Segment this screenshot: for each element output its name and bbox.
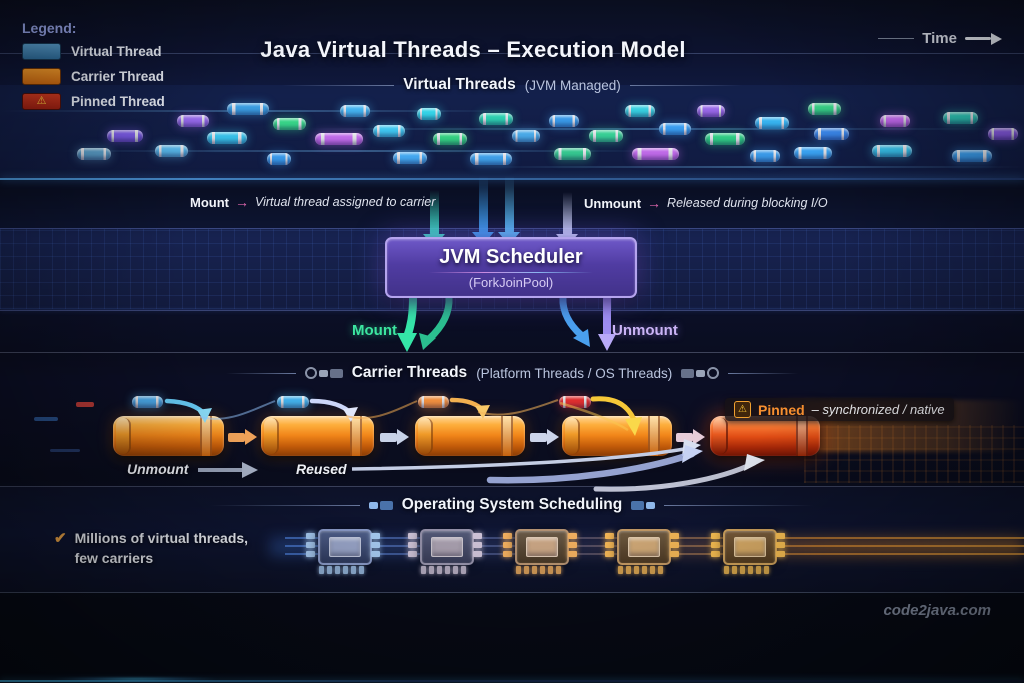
header-line xyxy=(629,84,742,86)
note-line-1: Millions of virtual threads, xyxy=(74,530,249,546)
cpu-chip xyxy=(408,527,482,575)
connector-icon xyxy=(681,367,720,379)
legend-label: Pinned Thread xyxy=(71,94,165,109)
section-subtitle: (Platform Threads / OS Threads) xyxy=(476,365,673,381)
cylinder-arrow xyxy=(676,429,705,445)
virtual-thread-swatch xyxy=(22,43,61,60)
scheduler-divider xyxy=(429,271,593,273)
time-arrow-icon xyxy=(965,32,1002,45)
virtual-threads-section-header: Virtual Threads (JVM Managed) xyxy=(0,76,1024,94)
mount-desc: Virtual thread assigned to carrier xyxy=(254,195,436,209)
time-line xyxy=(878,38,915,39)
pinned-badge: ⚠ Pinned – synchronized / native xyxy=(725,398,954,421)
carrier-unmount-label: Unmount xyxy=(127,461,189,477)
page-title: Java Virtual Threads – Execution Model xyxy=(260,36,686,62)
cylinder-arrow xyxy=(380,429,409,445)
unmount-term: Unmount xyxy=(584,195,642,211)
check-icon: ✔ xyxy=(54,530,67,547)
cpu-chip xyxy=(711,527,785,575)
legend-label: Virtual Thread xyxy=(71,44,162,59)
bottom-glow xyxy=(50,677,220,681)
pinned-thread-swatch: ⚠ xyxy=(22,93,61,110)
scheduler-subtitle: (ForkJoinPool) xyxy=(468,274,554,290)
legend-title: Legend: xyxy=(22,20,77,36)
section-subtitle: (JVM Managed) xyxy=(524,77,621,93)
time-label: Time xyxy=(922,30,957,47)
header-line xyxy=(209,504,360,506)
unmount-annotation: Unmount → Released during blocking I/O xyxy=(584,195,828,211)
cpu-chip xyxy=(503,527,577,575)
down-arrow xyxy=(472,176,494,245)
connector-icon xyxy=(631,500,656,510)
note-line-2: few carriers xyxy=(74,549,154,566)
scheduler-title: JVM Scheduler xyxy=(439,245,583,268)
cpu-chip xyxy=(306,527,380,575)
cpu-chip xyxy=(605,527,679,575)
mount-term: Mount xyxy=(190,194,229,210)
header-line xyxy=(225,372,296,374)
warning-icon: ⚠ xyxy=(36,95,47,107)
carrier-reused-label: Reused xyxy=(296,461,347,477)
cylinder-arrow xyxy=(228,429,257,445)
footer-note: ✔ Millions of virtual threads, few carri… xyxy=(54,529,248,568)
header-line xyxy=(282,84,395,86)
unmount-desc: Released during blocking I/O xyxy=(667,196,828,210)
section-title: Carrier Threads xyxy=(351,364,468,381)
footer-note-text: Millions of virtual threads, few carrier… xyxy=(75,529,248,568)
legend: Legend: Virtual Thread Carrier Thread ⚠ … xyxy=(22,20,165,118)
arrow-right-icon: → xyxy=(234,194,249,210)
carrier-threads-section-header: Carrier Threads (Platform Threads / OS T… xyxy=(0,364,1024,382)
connector-icon xyxy=(368,500,393,510)
os-scheduling-section-header: Operating System Scheduling xyxy=(0,496,1024,514)
header-line xyxy=(728,372,799,374)
legend-item-pinned: ⚠ Pinned Thread xyxy=(22,93,165,110)
warning-icon: ⚠ xyxy=(734,401,751,418)
unmount-flow-label: Unmount xyxy=(612,322,678,339)
mount-annotation: Mount → Virtual thread assigned to carri… xyxy=(190,194,435,210)
section-title: Virtual Threads xyxy=(403,76,516,93)
pinned-term: Pinned xyxy=(758,401,805,418)
header-line xyxy=(664,504,815,506)
arrow-right-icon: → xyxy=(647,195,662,211)
watermark: code2java.com xyxy=(883,602,991,619)
time-indicator: Time xyxy=(878,30,1002,47)
jvm-scheduler-box: JVM Scheduler (ForkJoinPool) xyxy=(385,237,637,298)
connector-icon xyxy=(304,367,343,379)
section-title: Operating System Scheduling xyxy=(401,496,623,513)
legend-item-virtual: Virtual Thread xyxy=(22,43,165,60)
mount-flow-label: Mount xyxy=(352,322,397,339)
down-arrow xyxy=(498,176,520,245)
cylinder-arrow xyxy=(530,429,559,445)
pinned-desc: – synchronized / native xyxy=(811,402,945,417)
